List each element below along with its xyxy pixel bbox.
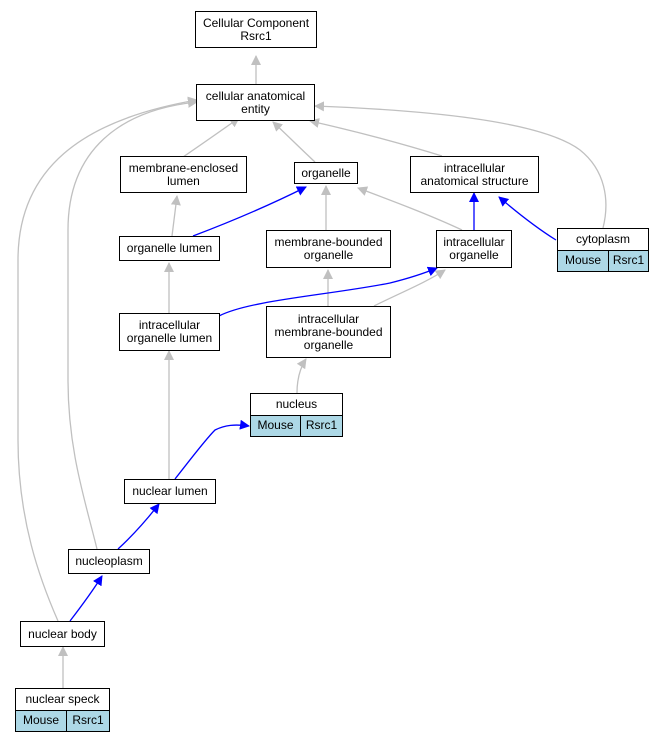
edge-organelle-to-entity — [272, 121, 316, 163]
edge-nucleoplasm-partof-nuclumen — [117, 503, 160, 550]
edge-nuclearbody-partof-nucleoplasm — [69, 575, 103, 622]
edge-nucleus-to-imbo — [296, 358, 307, 394]
edge-cytoplasm-to-entity — [314, 101, 607, 229]
node-nucleoplasm[interactable]: nucleoplasm — [68, 549, 150, 574]
edge-ias-to-entity — [309, 118, 443, 157]
node-intracellular-organelle-lumen[interactable]: intracellular organelle lumen — [119, 313, 220, 351]
edge-intorg-to-organelle — [357, 186, 463, 231]
edge-orglumen-to-melumen — [170, 195, 181, 237]
annotation-gene: Rsrc1 — [66, 711, 109, 731]
nucleus-annotation-row: Mouse Rsrc1 — [250, 415, 343, 437]
edge-orglumen-partof-organelle — [192, 186, 307, 237]
annotation-species: Mouse — [16, 711, 66, 731]
annotation-species: Mouse — [558, 251, 608, 271]
cytoplasm-annotation-row: Mouse Rsrc1 — [557, 250, 649, 272]
node-organelle-lumen[interactable]: organelle lumen — [119, 236, 220, 261]
edge-nuclumen-partof-nucleus — [174, 419, 250, 480]
node-intracellular-anatomical-structure[interactable]: intracellular anatomical structure — [410, 156, 539, 193]
edge-iolumen-partof-intorg — [218, 266, 438, 317]
edge-imbo-to-intorg — [373, 269, 446, 307]
nuclear-speck-annotation-row: Mouse Rsrc1 — [15, 710, 110, 732]
node-membrane-bounded-organelle[interactable]: membrane-bounded organelle — [266, 230, 391, 268]
annotation-species: Mouse — [251, 416, 300, 436]
annotation-gene: Rsrc1 — [608, 251, 648, 271]
node-cytoplasm[interactable]: cytoplasm — [557, 228, 649, 250]
edge-nucleoplasm-to-entity — [67, 97, 198, 550]
node-cellular-component-rsrc1[interactable]: Cellular Component Rsrc1 — [195, 11, 317, 48]
node-membrane-enclosed-lumen[interactable]: membrane-enclosed lumen — [120, 156, 247, 193]
node-intracellular-membrane-bounded-organelle[interactable]: intracellular membrane-bounded organelle — [266, 306, 391, 358]
node-nuclear-body[interactable]: nuclear body — [20, 621, 105, 647]
edge-melumen-to-entity — [182, 117, 240, 158]
node-nuclear-lumen[interactable]: nuclear lumen — [124, 479, 216, 504]
node-cellular-anatomical-entity[interactable]: cellular anatomical entity — [196, 84, 315, 121]
node-intracellular-organelle[interactable]: intracellular organelle — [436, 230, 512, 268]
node-organelle[interactable]: organelle — [294, 162, 358, 184]
node-nucleus[interactable]: nucleus — [250, 393, 343, 415]
edge-nuclearbody-to-entity — [17, 96, 198, 622]
annotation-gene: Rsrc1 — [300, 416, 342, 436]
node-nuclear-speck[interactable]: nuclear speck — [15, 688, 110, 710]
edge-cytoplasm-partof-ias — [498, 196, 557, 241]
